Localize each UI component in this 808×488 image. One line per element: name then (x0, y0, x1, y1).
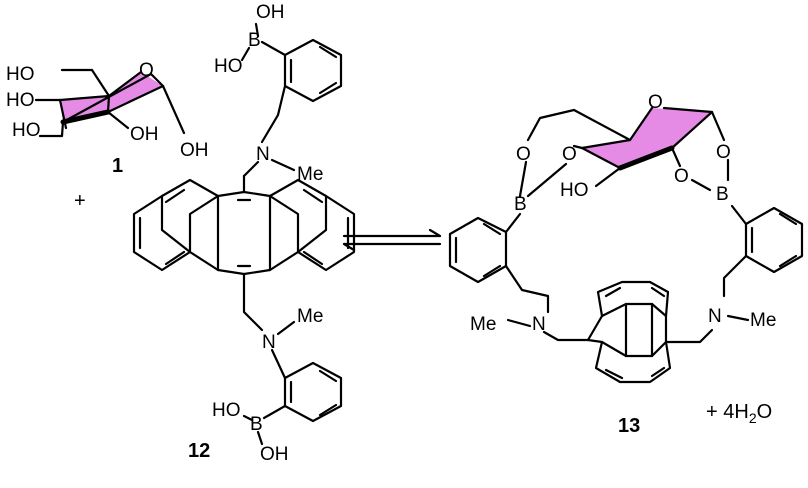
b-bottom-atom: B (250, 414, 263, 435)
glucose-ring-o-atom: O (139, 60, 154, 81)
compound-1-label: 1 (112, 155, 123, 177)
compound-12-diboronic-acid: B OH HO N Me N Me B HO OH 12 (132, 2, 356, 465)
complex-b-right-atom: B (716, 184, 729, 205)
complex-o-c4-atom: O (562, 144, 577, 165)
n-bottom-atom: N (262, 332, 276, 353)
complex-ring-fill (582, 108, 712, 168)
complex-b-left-atom: B (514, 194, 527, 215)
complex-ring-o-atom: O (648, 92, 663, 113)
compound-1-glucose: O HO HO HO OH OH 1 (6, 60, 209, 177)
equilibrium-arrow (342, 228, 442, 252)
complex-o-c6-atom: O (516, 144, 531, 165)
ho-bottom-label: HO (212, 400, 241, 421)
complex-n-right-atom: N (708, 306, 722, 327)
me-bottom-label: Me (297, 306, 323, 327)
byproduct-prefix: + 4H (706, 401, 749, 423)
compound-12-label: 12 (188, 440, 210, 462)
byproduct-water: + 4H2O (706, 401, 772, 426)
oh-bottom-label: OH (260, 444, 289, 465)
byproduct-suffix: O (757, 401, 773, 423)
plus-sign-reactants: + (74, 190, 86, 212)
oh-top-label: OH (256, 2, 285, 23)
glucose-c6-oh-label: HO (6, 64, 35, 85)
me-top-label: Me (297, 164, 323, 185)
glucose-c4-oh-label: HO (6, 90, 35, 111)
compound-13-complex: O O O B HO O O B N Me N Me (448, 92, 804, 437)
ho-top-label: HO (214, 56, 243, 77)
complex-o-c1-atom: O (716, 142, 731, 163)
n-top-atom: N (256, 144, 270, 165)
complex-me-right-label: Me (750, 310, 776, 331)
byproduct-subscript: 2 (749, 410, 757, 426)
complex-me-left-label: Me (470, 314, 496, 335)
glucose-c1-oh-label: OH (180, 140, 209, 161)
glucose-c2-oh-label: OH (130, 124, 159, 145)
complex-o-c2-atom: O (674, 166, 689, 187)
complex-n-left-atom: N (532, 314, 546, 335)
complex-c3-oh-label: HO (560, 180, 589, 201)
compound-13-label: 13 (618, 415, 640, 437)
glucose-c3-oh-label: HO (12, 120, 41, 141)
